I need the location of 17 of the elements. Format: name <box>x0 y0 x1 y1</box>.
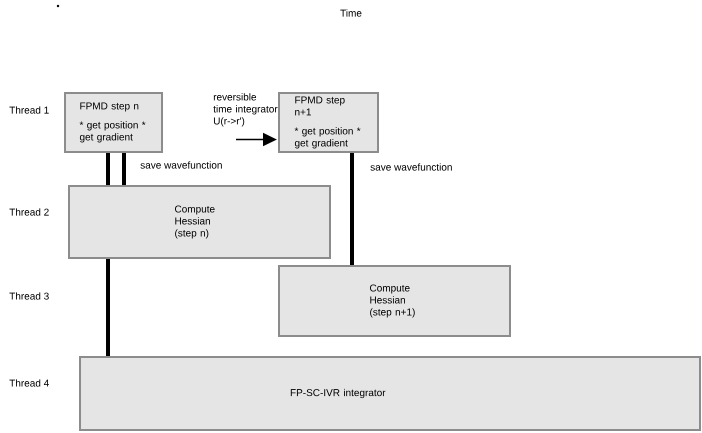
process-box: Compute Hessian (step n+1) <box>278 264 511 337</box>
process-box: FPMD step n * get position * get gradient <box>64 92 163 153</box>
thread-label: Thread 4 <box>9 379 49 387</box>
title: Time <box>340 9 362 17</box>
thread-label: Thread 1 <box>9 106 49 114</box>
thread-label: Thread 2 <box>9 208 49 216</box>
process-box: Compute Hessian (step n) <box>68 185 331 259</box>
process-box: FPMD step n+1 * get position * get gradient <box>278 92 379 153</box>
thread-label: Thread 3 <box>9 292 49 300</box>
process-box: FP-SC-IVR integrator <box>79 356 701 431</box>
connector-line <box>106 258 110 356</box>
connector-line <box>106 153 110 185</box>
connector-line <box>350 153 354 265</box>
edge-label: save wavefunction <box>140 161 222 169</box>
edge-label: reversible time integrator U(r->r') <box>213 93 278 126</box>
edge-label: save wavefunction <box>370 163 452 171</box>
connector-line <box>122 153 126 185</box>
